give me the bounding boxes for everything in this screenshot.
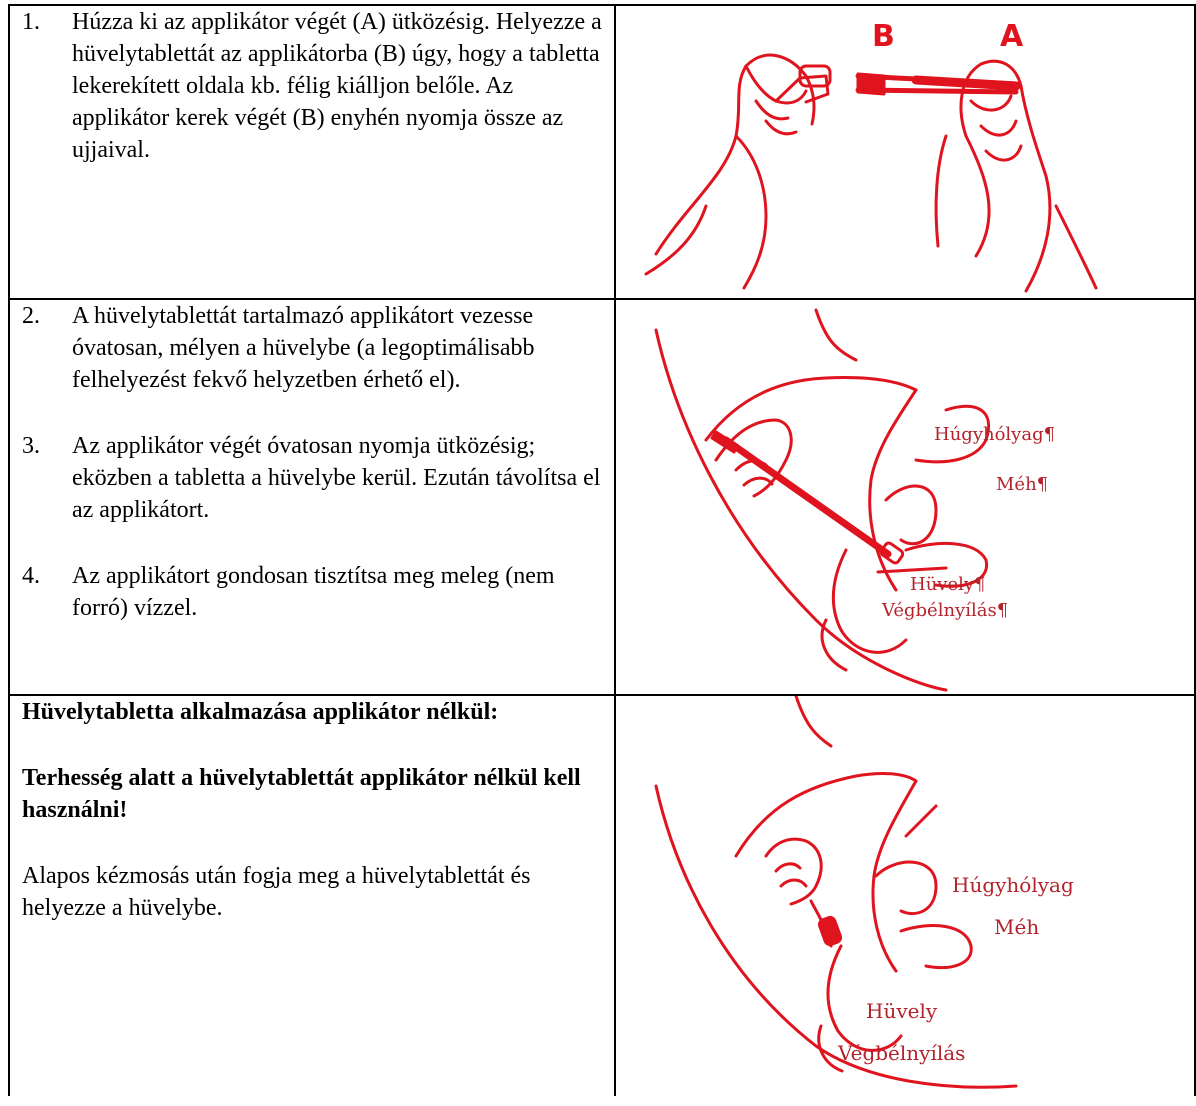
step-2: 2. A hüvelytablettát tartalmazó applikát… (10, 300, 614, 396)
label-vagina: Hüvely (866, 999, 938, 1023)
applicator-hands-illustration: B A (616, 6, 1194, 298)
step-text: Húzza ki az applikátor végét (A) ütközés… (72, 6, 614, 166)
no-applicator-cell: Hüvelytabletta alkalmazása applikátor né… (9, 695, 615, 1096)
step-number: 3. (10, 430, 72, 526)
steps-cell: 2. A hüvelytablettát tartalmazó applikát… (9, 299, 615, 695)
illustration-cell: Húgyhólyag¶ Méh¶ Hüvely¶ Végbélnyílás¶ (615, 299, 1195, 695)
illustration-cell: Húgyhólyag Méh Hüvely Végbélnyílás (615, 695, 1195, 1096)
applicator-insertion-illustration: Húgyhólyag¶ Méh¶ Hüvely¶ Végbélnyílás¶ (616, 300, 1194, 694)
pregnancy-warning: Terhesség alatt a hüvelytablettát applik… (10, 762, 614, 826)
label-b: B (872, 19, 895, 54)
manual-insertion-illustration: Húgyhólyag Méh Hüvely Végbélnyílás (616, 696, 1194, 1096)
instruction-table: 1. Húzza ki az applikátor végét (A) ütkö… (8, 4, 1196, 1096)
section-heading: Hüvelytabletta alkalmazása applikátor né… (10, 696, 614, 728)
step-text: A hüvelytablettát tartalmazó applikátort… (72, 300, 614, 396)
label-uterus: Méh¶ (996, 474, 1048, 495)
label-bladder: Húgyhólyag (952, 873, 1074, 897)
step-3: 3. Az applikátor végét óvatosan nyomja ü… (10, 430, 614, 526)
step-number: 2. (10, 300, 72, 396)
label-vagina: Hüvely¶ (910, 574, 986, 595)
table-row: 2. A hüvelytablettát tartalmazó applikát… (9, 299, 1195, 695)
label-bladder: Húgyhólyag¶ (934, 424, 1055, 445)
step-number: 1. (10, 6, 72, 166)
step-1: 1. Húzza ki az applikátor végét (A) ütkö… (10, 6, 614, 166)
label-anus: Végbélnyílás¶ (881, 600, 1008, 621)
table-row: 1. Húzza ki az applikátor végét (A) ütkö… (9, 5, 1195, 299)
table-row: Hüvelytabletta alkalmazása applikátor né… (9, 695, 1195, 1096)
step-number: 4. (10, 560, 72, 624)
label-uterus: Méh (994, 915, 1039, 939)
section-text: Alapos kézmosás után fogja meg a hüvelyt… (10, 860, 614, 924)
step-4: 4. Az applikátort gondosan tisztítsa meg… (10, 560, 614, 624)
step-cell: 1. Húzza ki az applikátor végét (A) ütkö… (9, 5, 615, 299)
label-a: A (1000, 19, 1024, 54)
illustration-cell: B A (615, 5, 1195, 299)
step-text: Az applikátort gondosan tisztítsa meg me… (72, 560, 614, 624)
step-text: Az applikátor végét óvatosan nyomja ütkö… (72, 430, 614, 526)
label-anus: Végbélnyílás (837, 1041, 965, 1065)
